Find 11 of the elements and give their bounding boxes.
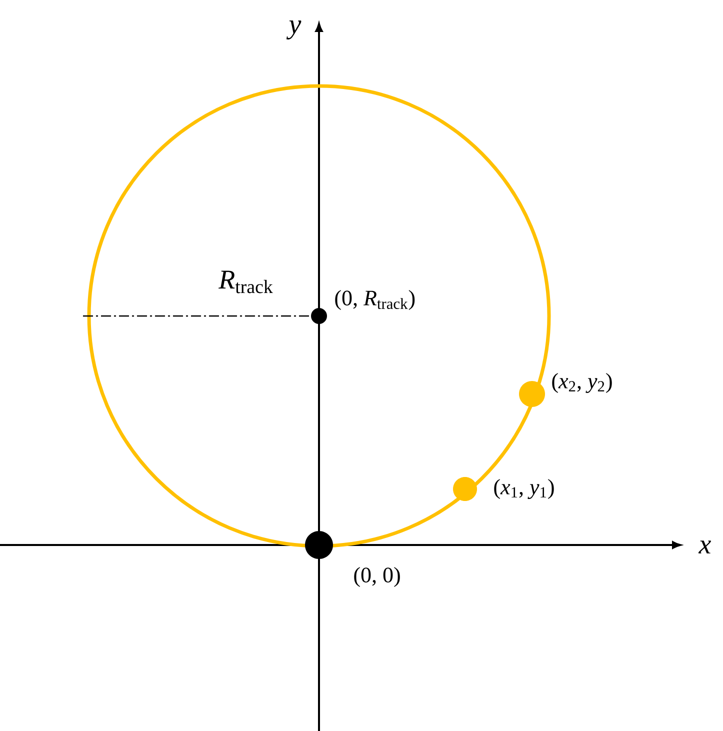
point-dot	[519, 381, 545, 407]
point-dot	[311, 308, 327, 324]
point-label: (x$_{2}$, y$_{2}$)	[552, 373, 612, 394]
point-label: (x$_{1}$, y$_{1}$)	[494, 479, 554, 500]
radius-label: R$_{track}$	[218, 270, 273, 294]
point-label: (0, R$_{track}$)	[335, 290, 415, 310]
axis-label: x	[698, 540, 711, 554]
point-dot	[453, 477, 477, 501]
axis-label: y	[286, 20, 302, 40]
point-label: (0, 0)	[354, 567, 400, 587]
point-dot	[305, 531, 333, 559]
